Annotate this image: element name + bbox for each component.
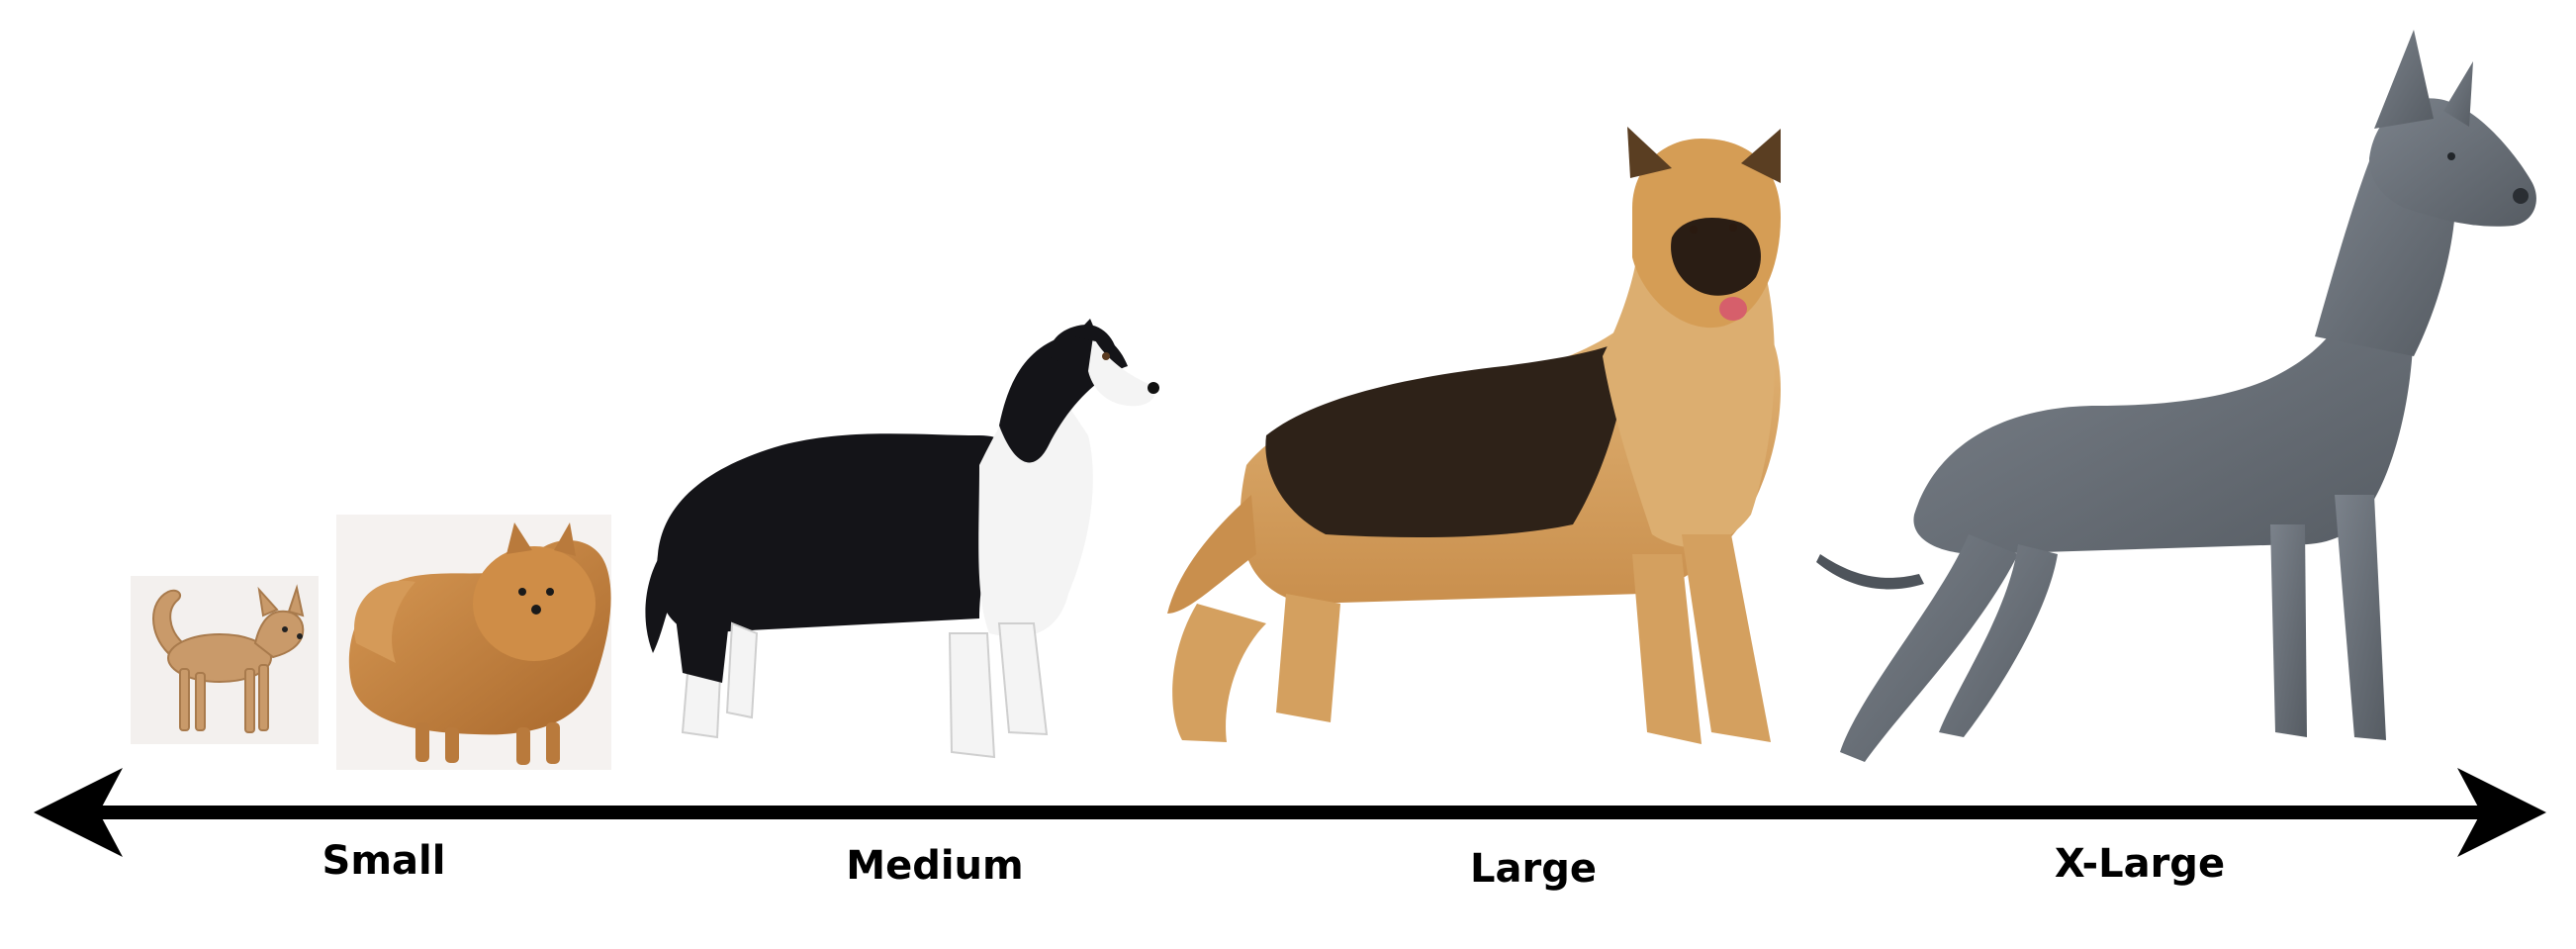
dane-front-leg-front	[2335, 495, 2386, 740]
collie-muzzle	[1088, 336, 1155, 407]
arrow-head-right	[2457, 768, 2546, 857]
chihuahua-eye	[282, 626, 288, 632]
dane-ear-right	[2443, 61, 2473, 127]
shepherd-saddle	[1265, 336, 1632, 537]
dane-body	[1913, 287, 2414, 554]
shepherd-tongue	[1719, 297, 1747, 321]
size-label-x-large: X-Large	[2054, 841, 2226, 887]
dane-tail	[1816, 554, 1924, 590]
dane-hind-leg-rear	[1840, 534, 2018, 762]
dane-eye	[2447, 152, 2455, 160]
dane-nose	[2513, 188, 2529, 204]
shepherd-mask	[1671, 218, 1761, 296]
dane-ear-left	[2374, 30, 2434, 129]
collie-ear	[1073, 319, 1100, 342]
size-label-small: Small	[322, 838, 446, 884]
arrow-head-left	[34, 768, 123, 857]
size-label-large: Large	[1470, 846, 1597, 892]
german-shepherd-image	[1167, 127, 1781, 744]
shepherd-tail	[1167, 495, 1256, 614]
size-label-medium: Medium	[846, 843, 1024, 889]
chihuahua-nose	[297, 633, 303, 639]
shepherd-ear-right	[1741, 129, 1781, 183]
great-dane-image	[1816, 30, 2536, 762]
shepherd-ear-left	[1627, 127, 1672, 178]
pomeranian-image	[336, 515, 611, 770]
shepherd-eye-right	[1729, 224, 1737, 232]
collie-legs	[681, 612, 1049, 759]
arrow-shaft	[89, 806, 2483, 819]
dane-hind-leg-front	[1939, 544, 2058, 737]
size-scale-arrow	[34, 768, 2546, 857]
collie-nose	[1148, 382, 1159, 394]
chihuahua-figure	[152, 584, 305, 733]
dane-head	[2369, 98, 2536, 227]
shepherd-eye-left	[1690, 226, 1698, 234]
collie-eye	[1102, 352, 1110, 360]
collie-body	[656, 433, 1017, 633]
pomeranian-nose	[531, 605, 541, 615]
dane-front-leg-rear	[2270, 524, 2307, 737]
pomeranian-eye-left	[518, 588, 526, 596]
chihuahua-image	[131, 576, 319, 744]
pomeranian-eye-right	[546, 588, 554, 596]
collie-hind-leg	[673, 594, 732, 683]
pomeranian-figure	[348, 522, 611, 765]
shepherd-legs	[1172, 534, 1771, 744]
collie-tail	[645, 554, 678, 653]
border-collie-image	[645, 319, 1159, 759]
